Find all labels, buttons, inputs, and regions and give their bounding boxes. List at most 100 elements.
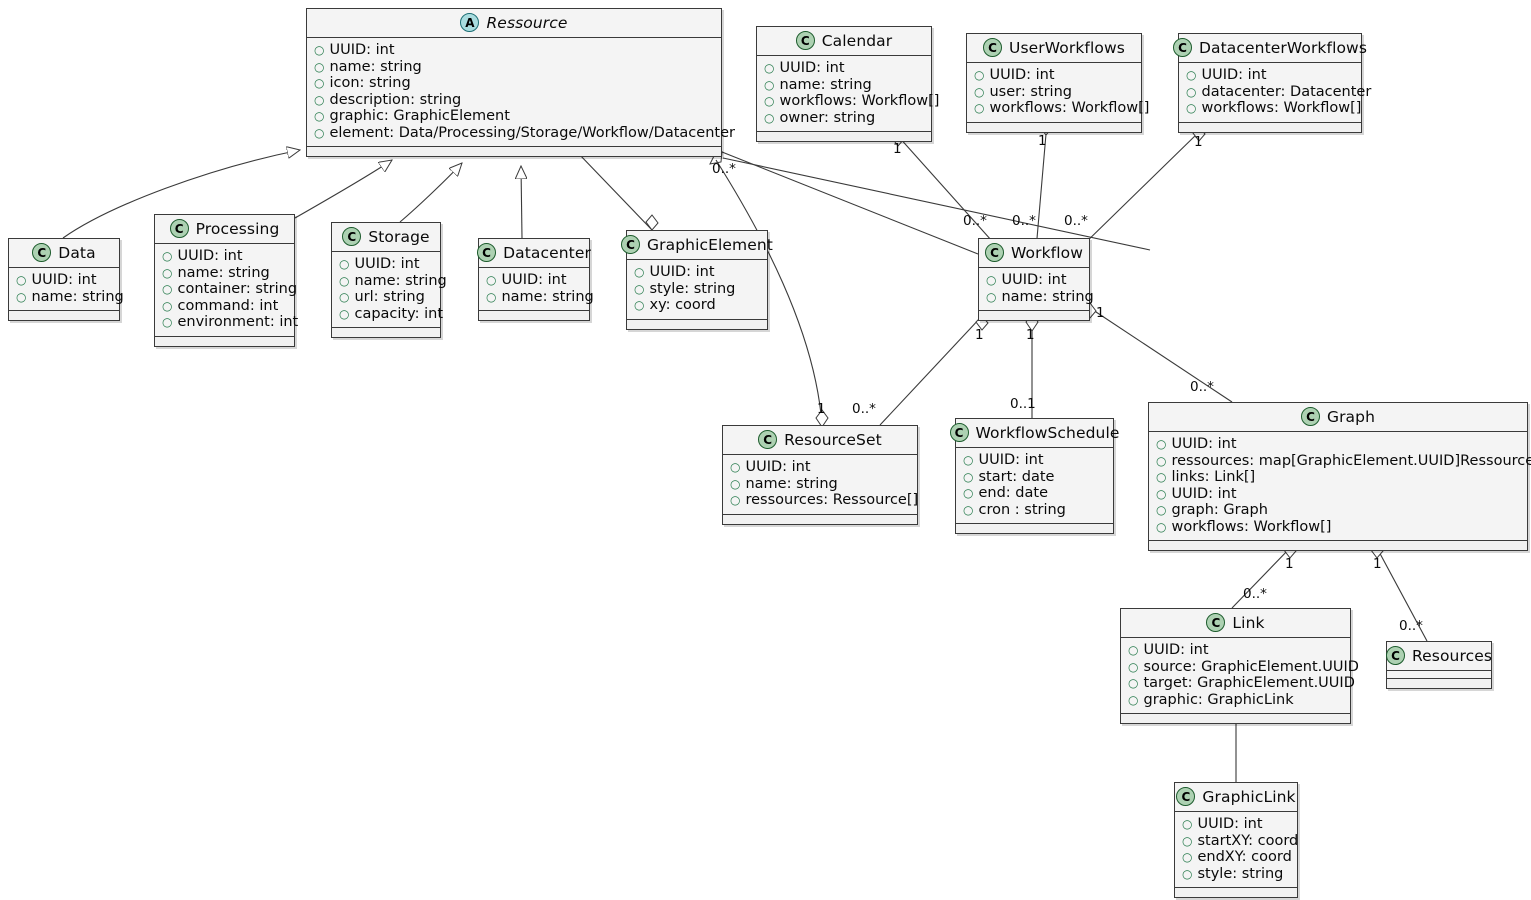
class-icon: C (1385, 646, 1405, 665)
class-title-link: Link (1232, 613, 1265, 632)
class-attributes-datacenterworkflows: ○UUID: int○datacenter: Datacenter○workfl… (1179, 63, 1371, 123)
class-attribute: ○source: GraphicElement.UUID (1128, 659, 1359, 676)
edge-calendar-workflow (897, 135, 1001, 251)
class-methods-calendar (757, 132, 931, 141)
visibility-public-icon: ○ (764, 110, 775, 125)
attribute-text: name: string (501, 288, 594, 305)
class-attribute: ○UUID: int (1182, 816, 1290, 833)
multiplicity-label: 1 (1373, 556, 1382, 572)
class-attribute: ○UUID: int (974, 67, 1134, 84)
class-attribute: ○xy: coord (634, 297, 760, 314)
edge-datacenter-inherits-ressource (521, 166, 522, 239)
visibility-public-icon: ○ (974, 101, 985, 115)
class-attribute: ○ressources: map[GraphicElement.UUID]Res… (1156, 453, 1531, 470)
attribute-text: name: string (745, 475, 838, 492)
multiplicity-label: 0..* (1064, 213, 1088, 229)
visibility-public-icon: ○ (314, 109, 325, 123)
class-icon: C (985, 243, 1005, 262)
class-methods-data (9, 311, 119, 320)
visibility-public-icon: ○ (1186, 84, 1197, 99)
multiplicity-label: 1 (1194, 134, 1203, 150)
visibility-public-icon: ○ (986, 273, 997, 287)
class-attributes-workflowschedule: ○UUID: int○start: date○end: date○cron : … (956, 448, 1113, 524)
attribute-text: workflows: Workflow[] (1171, 518, 1332, 535)
class-attribute: ○UUID: int (634, 264, 760, 281)
class-attribute: ○name: string (486, 289, 594, 306)
visibility-public-icon: ○ (963, 469, 974, 484)
visibility-public-icon: ○ (764, 77, 775, 92)
visibility-public-icon: ○ (1186, 68, 1197, 82)
class-title-workflow: Workflow (1011, 243, 1083, 262)
attribute-text: name: string (354, 272, 447, 289)
visibility-public-icon: ○ (1128, 643, 1139, 657)
attribute-text: target: GraphicElement.UUID (1143, 675, 1355, 691)
multiplicity-label: 1 (975, 327, 984, 343)
visibility-public-icon: ○ (162, 315, 173, 329)
class-attribute: ○user: string (974, 84, 1134, 101)
multiplicity-label: 1 (1038, 133, 1047, 149)
attribute-text: UUID: int (1171, 436, 1237, 452)
class-attribute: ○cron : string (963, 502, 1106, 519)
attribute-text: graph: Graph (1171, 502, 1268, 518)
class-attribute: ○description: string (314, 92, 714, 109)
class-methods-workflowschedule (956, 524, 1113, 533)
visibility-public-icon: ○ (1186, 101, 1197, 115)
visibility-public-icon: ○ (314, 125, 325, 140)
class-attribute: ○graph: Graph (1156, 502, 1520, 519)
class-attribute: ○name: string (339, 273, 447, 290)
class-icon: C (949, 423, 969, 442)
class-attributes-resources (1387, 671, 1491, 679)
attribute-text: UUID: int (978, 452, 1044, 468)
attribute-text: UUID: int (779, 60, 845, 76)
attribute-text: UUID: int (354, 256, 420, 272)
multiplicity-label: 0..* (1243, 586, 1267, 602)
visibility-public-icon: ○ (1182, 817, 1193, 831)
edge-ressource-has-graphicelement (577, 152, 653, 231)
attribute-text: url: string (354, 289, 425, 305)
class-title-graphicelement: GraphicElement (647, 235, 773, 254)
edge-workflow-resourceset (879, 315, 983, 426)
visibility-public-icon: ○ (314, 43, 325, 57)
attribute-text: workflows: Workflow[] (1201, 100, 1362, 116)
class-attributes-graphicelement: ○UUID: int○style: string○xy: coord (627, 260, 767, 320)
attribute-text: UUID: int (1171, 485, 1237, 502)
visibility-public-icon: ○ (730, 493, 741, 507)
multiplicity-label: 1 (893, 141, 902, 157)
class-attributes-datacenter: ○UUID: int○name: string (479, 268, 594, 311)
visibility-public-icon: ○ (1156, 453, 1167, 468)
attribute-text: command: int (177, 297, 279, 314)
attribute-text: xy: coord (649, 297, 716, 313)
class-attribute: ○endXY: coord (1182, 849, 1292, 866)
visibility-public-icon: ○ (162, 265, 173, 280)
class-attributes-data: ○UUID: int○name: string (9, 268, 124, 311)
class-attribute: ○url: string (339, 289, 433, 306)
visibility-public-icon: ○ (162, 298, 173, 313)
class-attributes-storage: ○UUID: int○name: string○url: string○capa… (332, 252, 447, 328)
multiplicity-label: 1 (1285, 556, 1294, 572)
class-icon: C (795, 31, 815, 50)
visibility-public-icon: ○ (1156, 519, 1167, 534)
class-attribute: ○capacity: int (339, 306, 443, 323)
class-icon: C (1172, 38, 1192, 57)
attribute-text: startXY: coord (1197, 832, 1299, 849)
class-attribute: ○UUID: int (314, 42, 714, 59)
